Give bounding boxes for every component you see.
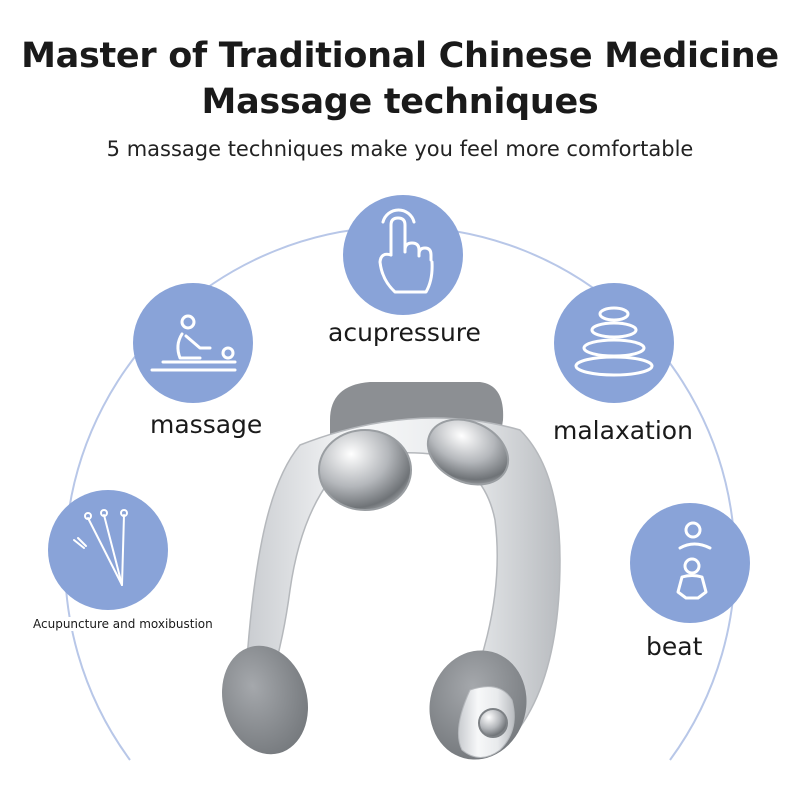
page-title-line-2: Massage techniques xyxy=(201,82,599,122)
page-subtitle: 5 massage techniques make you feel more … xyxy=(106,137,694,161)
label-massage: massage xyxy=(148,410,265,439)
technique-malaxation xyxy=(554,283,674,403)
label-beat: beat xyxy=(644,632,705,661)
neck-massager-device xyxy=(222,382,561,760)
child-care-icon xyxy=(676,521,712,600)
technique-acupuncture xyxy=(48,490,168,610)
label-malaxation: malaxation xyxy=(551,416,695,445)
acupuncture-needles-icon xyxy=(73,509,128,586)
technique-massage xyxy=(133,283,253,403)
massage-therapy-icon xyxy=(150,314,237,372)
page-title-line-1: Master of Traditional Chinese Medicine xyxy=(21,36,779,76)
label-acupressure: acupressure xyxy=(326,318,483,347)
stacked-stones-icon xyxy=(574,306,654,377)
technique-acupressure xyxy=(343,195,463,315)
technique-beat xyxy=(630,503,750,623)
label-acupuncture: Acupuncture and moxibustion xyxy=(31,617,215,631)
finger-press-icon xyxy=(378,208,434,294)
